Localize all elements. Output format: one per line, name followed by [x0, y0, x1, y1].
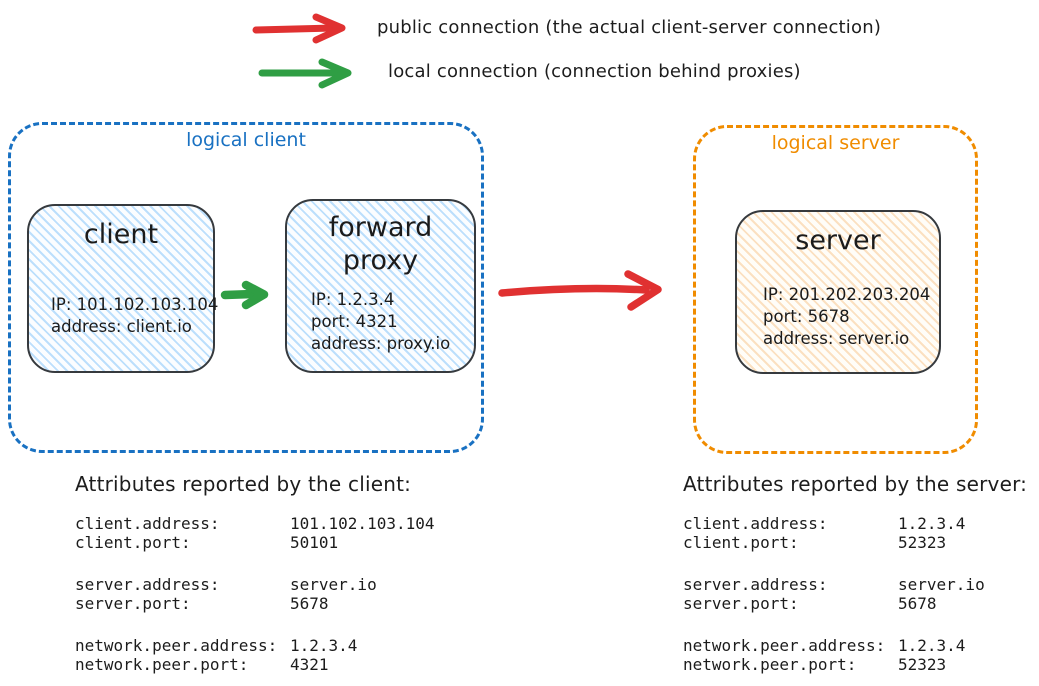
attr-value: 5678 [290, 594, 329, 613]
server-node-detail-line: port: 5678 [763, 307, 850, 326]
attr-key: server.port: [75, 594, 191, 613]
attr-row: server.port: 5678 [75, 594, 435, 613]
logical-server-label: logical server [771, 132, 900, 154]
attr-row: network.peer.address: 1.2.3.4 [75, 636, 435, 655]
attr-value: 4321 [290, 655, 329, 674]
server-attributes-heading: Attributes reported by the server: [683, 472, 1028, 496]
client-node-details: IP: 101.102.103.104 address: client.io [51, 294, 218, 338]
attr-value: server.io [290, 575, 377, 594]
attr-key: client.address: [75, 514, 220, 533]
attr-key: network.peer.address: [75, 636, 278, 655]
attr-key: client.port: [683, 533, 799, 552]
attr-key: network.peer.port: [683, 655, 857, 674]
local-connection-label: local connection (connection behind prox… [388, 61, 801, 82]
attr-row: network.peer.port: 52323 [683, 655, 1027, 674]
logical-client-label: logical client [186, 129, 306, 151]
attr-value: 101.102.103.104 [290, 514, 435, 533]
server-node: server IP: 201.202.203.204 port: 5678 ad… [735, 210, 941, 374]
attr-key: server.port: [683, 594, 799, 613]
attr-row: client.port: 50101 [75, 533, 435, 552]
public-connection-diagram-arrow-icon [498, 270, 662, 311]
attr-key: network.peer.port: [75, 655, 249, 674]
public-connection-label: public connection (the actual client-ser… [377, 17, 882, 38]
client-attributes-section: Attributes reported by the client: clien… [75, 472, 435, 674]
forward-proxy-detail-line: IP: 1.2.3.4 [311, 290, 395, 309]
server-node-detail-line: IP: 201.202.203.204 [763, 285, 931, 304]
attr-key: client.address: [683, 514, 828, 533]
attr-value: 5678 [898, 594, 937, 613]
attr-value: 52323 [898, 655, 947, 674]
attr-value: 1.2.3.4 [290, 636, 358, 655]
attr-row: network.peer.port: 4321 [75, 655, 435, 674]
attr-key: network.peer.address: [683, 636, 886, 655]
forward-proxy-node-details: IP: 1.2.3.4 port: 4321 address: proxy.io [311, 289, 450, 355]
attr-row: client.address: 1.2.3.4 [683, 514, 1027, 533]
attr-value: 1.2.3.4 [898, 514, 966, 533]
forward-proxy-detail-line: port: 4321 [311, 312, 398, 331]
local-connection-arrow-icon [258, 58, 352, 89]
forward-proxy-detail-line: address: proxy.io [311, 334, 451, 353]
client-attributes-heading: Attributes reported by the client: [75, 472, 412, 496]
attr-row: server.address: server.io [75, 575, 435, 594]
local-connection-diagram-arrow-icon [220, 280, 269, 310]
attr-value: 50101 [290, 533, 339, 552]
attr-key: client.port: [75, 533, 191, 552]
public-connection-arrow-icon [252, 13, 346, 44]
attr-value: 1.2.3.4 [898, 636, 966, 655]
attr-value: server.io [898, 575, 985, 594]
attr-key: server.address: [75, 575, 220, 594]
attr-key: server.address: [683, 575, 828, 594]
client-node-title: client [83, 219, 159, 250]
server-node-details: IP: 201.202.203.204 port: 5678 address: … [763, 284, 930, 350]
forward-proxy-node-title: forward proxy [328, 212, 433, 276]
logical-client-group: logical client [8, 122, 484, 453]
attr-row: client.address: 101.102.103.104 [75, 514, 435, 533]
client-node-detail-line: address: client.io [51, 317, 192, 336]
forward-proxy-node: forward proxy IP: 1.2.3.4 port: 4321 add… [285, 199, 476, 373]
attr-row: server.port: 5678 [683, 594, 1027, 613]
client-node: client IP: 101.102.103.104 address: clie… [27, 204, 218, 373]
server-node-title: server [795, 225, 881, 256]
client-node-detail-line: IP: 101.102.103.104 [51, 295, 219, 314]
server-attributes-section: Attributes reported by the server: clien… [683, 472, 1027, 674]
attr-value: 52323 [898, 533, 947, 552]
server-node-detail-line: address: server.io [763, 329, 910, 348]
attr-row: client.port: 52323 [683, 533, 1027, 552]
logical-server-group: logical server [693, 125, 978, 454]
attr-row: network.peer.address: 1.2.3.4 [683, 636, 1027, 655]
attr-row: server.address: server.io [683, 575, 1027, 594]
